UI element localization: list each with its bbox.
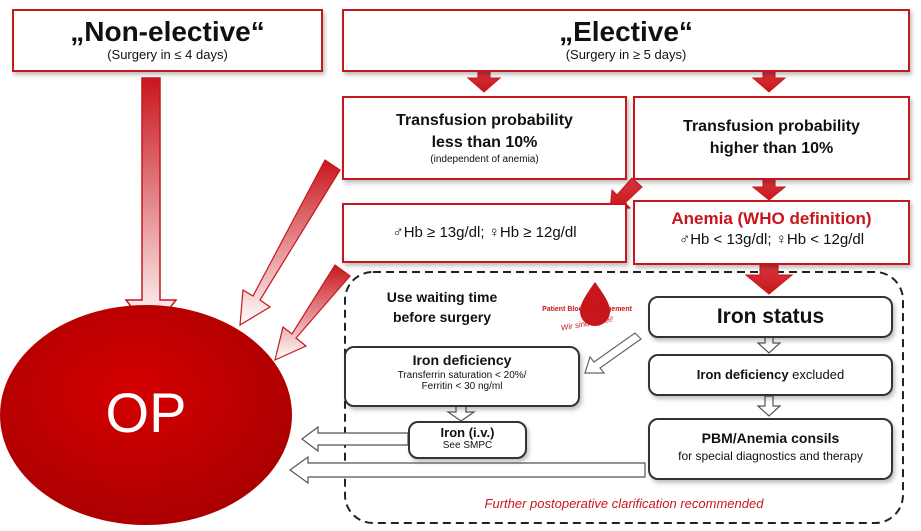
arrow-elective-left [466, 69, 502, 93]
waiting-time-label: Use waiting time before surgery [372, 287, 512, 327]
iron-iv-note: See SMPC [442, 440, 493, 451]
arrow-excluded-to-consils [756, 395, 782, 417]
iron-deficiency-line1: Transferrin saturation < 20%/ [397, 370, 527, 381]
anemia-title: Anemia (WHO definition) [671, 209, 872, 228]
arrow-high-to-anemia [751, 177, 787, 201]
transfusion-high-box: Transfusion probability higher than 10% [633, 96, 910, 180]
pbm-consils-title: PBM/Anemia consils [701, 430, 840, 446]
iron-excluded-bold: Iron deficiency [696, 367, 789, 382]
transfusion-low-line2: less than 10% [431, 134, 538, 151]
pbm-logo-name: Patient Blood Management [542, 306, 632, 313]
op-ellipse [0, 305, 292, 525]
elective-box: „Elective“ (Surgery in ≥ 5 days) [342, 9, 910, 72]
op-label: OP [105, 381, 187, 444]
iron-status-box: Iron status [648, 296, 893, 338]
iron-deficiency-title: Iron deficiency [412, 352, 512, 368]
blood-drop-icon [580, 282, 610, 326]
anemia-text: ♂Hb < 13g/dl; ♀Hb < 12g/dl [678, 231, 865, 248]
iron-deficiency-box: Iron deficiency Transferrin saturation <… [344, 346, 580, 407]
arrow-anemia-to-iron [744, 264, 794, 295]
hb-normal-box: ♂Hb ≥ 13g/dl; ♀Hb ≥ 12g/dl [342, 203, 627, 263]
iron-excluded-box: Iron deficiency excluded [648, 354, 893, 396]
arrow-iv-to-op [301, 425, 409, 453]
non-elective-subtitle: (Surgery in ≤ 4 days) [107, 47, 228, 62]
pbm-consils-text: for special diagnostics and therapy [678, 449, 863, 463]
arrow-pbm-to-deficiency [584, 332, 642, 374]
anemia-box: Anemia (WHO definition) ♂Hb < 13g/dl; ♀H… [633, 200, 910, 265]
iron-status-text: Iron status [716, 305, 825, 328]
pbm-logo: Patient Blood Management Wir sind dabei! [527, 306, 647, 333]
waiting-line1: Use waiting time [386, 289, 498, 305]
arrow-nonelective-to-op [124, 77, 178, 334]
iron-excluded-rest: excluded [788, 367, 845, 382]
arrow-deficiency-to-iv [446, 405, 476, 422]
transfusion-low-box: Transfusion probability less than 10% (i… [342, 96, 627, 180]
arrow-consils-to-op [288, 455, 646, 485]
arrow-hb-to-op [274, 264, 351, 362]
non-elective-box: „Non-elective“ (Surgery in ≤ 4 days) [12, 9, 323, 72]
transfusion-low-line1: Transfusion probability [396, 112, 573, 129]
transfusion-low-note: (independent of anemia) [430, 154, 539, 165]
non-elective-title: „Non-elective“ [70, 16, 265, 47]
iron-deficiency-line2: Ferritin < 30 ng/ml [421, 381, 503, 392]
iron-iv-box: Iron (i.v.) See SMPC [408, 421, 527, 459]
pbm-consils-box: PBM/Anemia consils for special diagnosti… [648, 418, 893, 480]
transfusion-high-line1: Transfusion probability [683, 118, 860, 135]
waiting-area-frame [344, 271, 904, 524]
hb-normal-text: ♂Hb ≥ 13g/dl; ♀Hb ≥ 12g/dl [392, 224, 577, 241]
transfusion-high-line2: higher than 10% [709, 140, 834, 157]
footer-note: Further postoperative clarification reco… [484, 496, 764, 511]
arrow-elective-right [751, 69, 787, 93]
arrow-ironstatus-to-excluded [756, 336, 782, 354]
elective-subtitle: (Surgery in ≥ 5 days) [565, 47, 687, 62]
elective-title: „Elective“ [559, 16, 693, 47]
iron-iv-title: Iron (i.v.) [440, 425, 495, 440]
arrow-low-to-op [239, 159, 341, 327]
waiting-line2: before surgery [392, 309, 492, 325]
